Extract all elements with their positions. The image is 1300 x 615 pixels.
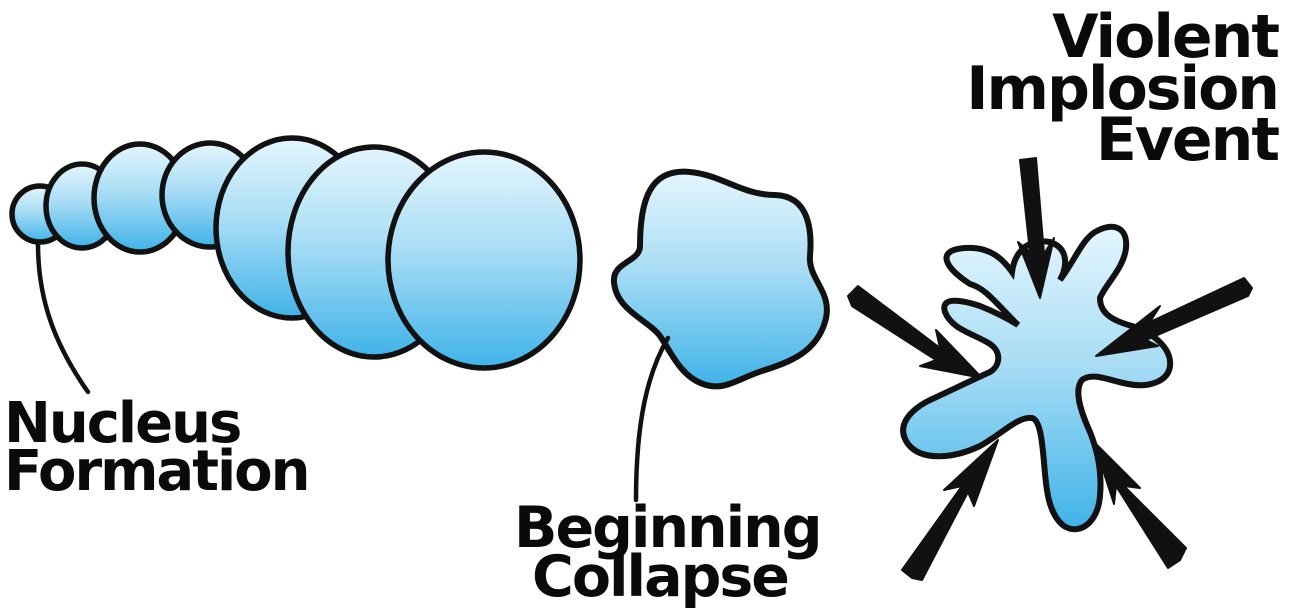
collapsing-bubble bbox=[614, 172, 827, 387]
arrow-lower-right-icon bbox=[1094, 442, 1186, 568]
arrow-upper-right-icon bbox=[1096, 278, 1252, 356]
leader-line-collapse bbox=[636, 338, 668, 500]
label-nucleus-line2: Formation bbox=[4, 448, 309, 496]
label-violent-implosion-event: Violent Implosion Event bbox=[966, 12, 1278, 167]
label-nucleus-formation: Nucleus Formation bbox=[4, 400, 309, 496]
label-collapse-line2: Collapse bbox=[514, 553, 806, 602]
label-beginning-collapse: Beginning Collapse bbox=[514, 504, 806, 602]
growing-bubbles bbox=[12, 138, 580, 368]
bubble-7 bbox=[388, 152, 580, 368]
leader-line-nucleus bbox=[38, 244, 88, 392]
arrow-lower-left-icon bbox=[902, 440, 998, 580]
